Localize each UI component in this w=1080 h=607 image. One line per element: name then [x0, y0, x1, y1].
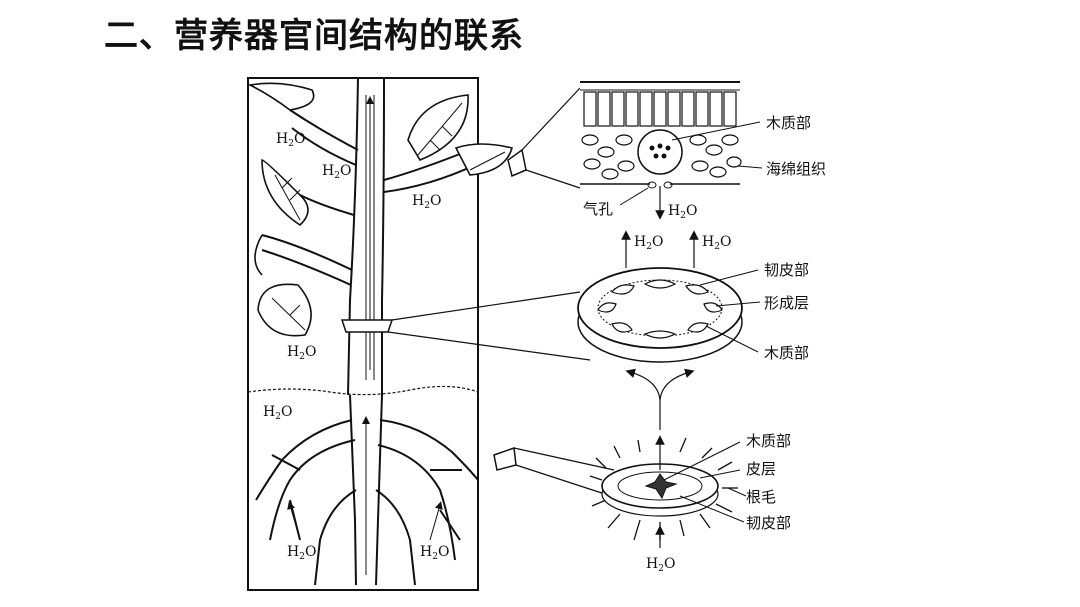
leaf-cross-section: 木质部 海绵组织 气孔 H2O	[580, 81, 826, 221]
palisade-layer	[583, 91, 737, 127]
stem-xylem-label: 木质部	[764, 344, 809, 362]
water-label: H2O	[668, 203, 697, 221]
leaves	[247, 82, 514, 337]
plant-water-labels: H2O H2O H2O H2O H2O H2O H2O	[263, 131, 449, 562]
root-section-marker	[493, 446, 517, 471]
leaf-3	[254, 234, 263, 276]
water-label: H2O	[420, 544, 449, 562]
soil-line	[247, 385, 479, 396]
stem-section-marker	[340, 319, 394, 333]
water-label: H2O	[412, 193, 441, 211]
spongy-layer	[581, 134, 742, 180]
root-hairs	[589, 437, 738, 541]
stem-phloem-label: 韧皮部	[764, 261, 809, 279]
root-cortex-label: 皮层	[746, 460, 776, 478]
water-label: H2O	[287, 544, 316, 562]
connector-lines	[387, 87, 615, 498]
leaf-section-marker	[507, 148, 527, 178]
root-phloem-label: 韧皮部	[746, 514, 791, 532]
root-hair-label: 根毛	[746, 488, 776, 506]
stem-cambium-label: 形成层	[764, 294, 809, 312]
water-label: H2O	[702, 234, 731, 252]
water-label: H2O	[646, 556, 675, 574]
stem-vascular-bundles	[597, 279, 723, 339]
leaf-5	[407, 94, 469, 161]
root-cross-section: 木质部 皮层 根毛 韧皮部 H2O	[589, 432, 791, 574]
root-xylem-star	[644, 473, 678, 500]
water-label: H2O	[276, 131, 305, 149]
leaf-6	[454, 143, 514, 176]
water-label: H2O	[322, 163, 351, 181]
plant-panel: H2O H2O H2O H2O H2O H2O H2O	[247, 77, 527, 591]
stem	[347, 77, 385, 396]
leaf-spongy-label: 海绵组织	[766, 160, 826, 178]
leaf-vein-bundle	[637, 129, 683, 175]
water-label: H2O	[287, 344, 316, 362]
leaf-stoma-label: 气孔	[583, 200, 613, 218]
root-xylem-label: 木质部	[746, 432, 791, 450]
water-label: H2O	[263, 404, 292, 422]
leaf-1	[247, 82, 315, 111]
leaf-xylem-label: 木质部	[766, 114, 811, 132]
water-label: H2O	[634, 234, 663, 252]
slide-title: 二、营养器官间结构的联系	[104, 16, 524, 56]
stem-cross-section: H2O H2O 韧皮部 形成层 木质部	[577, 230, 809, 430]
